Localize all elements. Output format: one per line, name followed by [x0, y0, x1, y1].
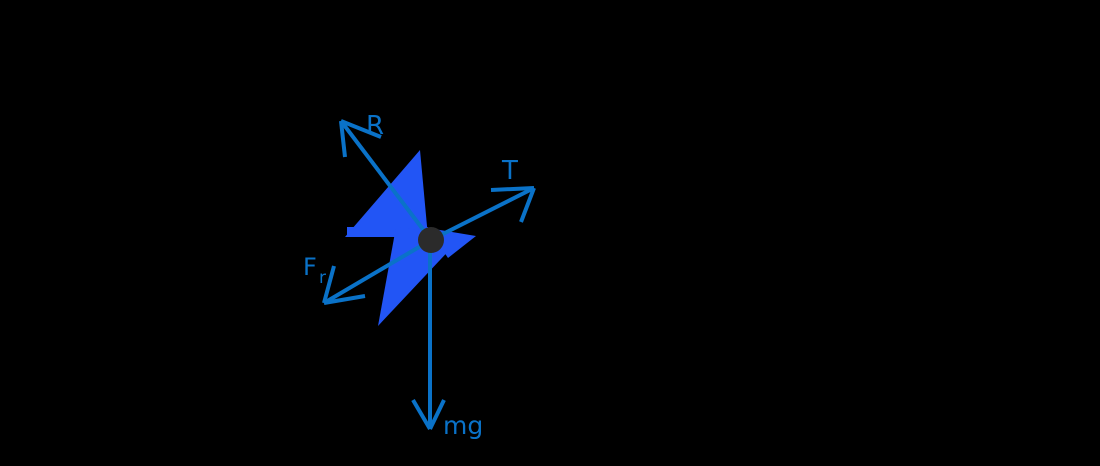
label-mg: mg [443, 411, 483, 440]
particle-mass [418, 227, 444, 253]
vector-T-head-upper [490, 186, 535, 192]
label-T: T [501, 156, 518, 186]
vector-Fr-shaft [322, 238, 433, 305]
vector-R [339, 119, 433, 242]
force-vectors-group [322, 119, 536, 431]
vector-R-head-left [339, 120, 347, 158]
label-R: R [366, 111, 384, 141]
label-Fr-subscript: r [319, 268, 326, 288]
label-Fr: F [303, 253, 317, 281]
vector-T-head-lower [519, 187, 536, 223]
vector-Fr [322, 238, 433, 305]
vector-T [430, 186, 536, 242]
vector-Fr-head-upper [322, 265, 336, 304]
vector-mg-head-left [411, 398, 432, 431]
vector-labels-group: R T F r mg [303, 111, 518, 440]
vector-R-head-right [340, 119, 382, 139]
vector-mg [411, 252, 446, 431]
upper-incline-wedge [345, 150, 428, 237]
vector-R-shaft [339, 119, 433, 242]
vector-mg-head-right [428, 399, 446, 430]
vector-T-shaft [430, 186, 535, 242]
vector-Fr-head-lower [323, 294, 366, 305]
